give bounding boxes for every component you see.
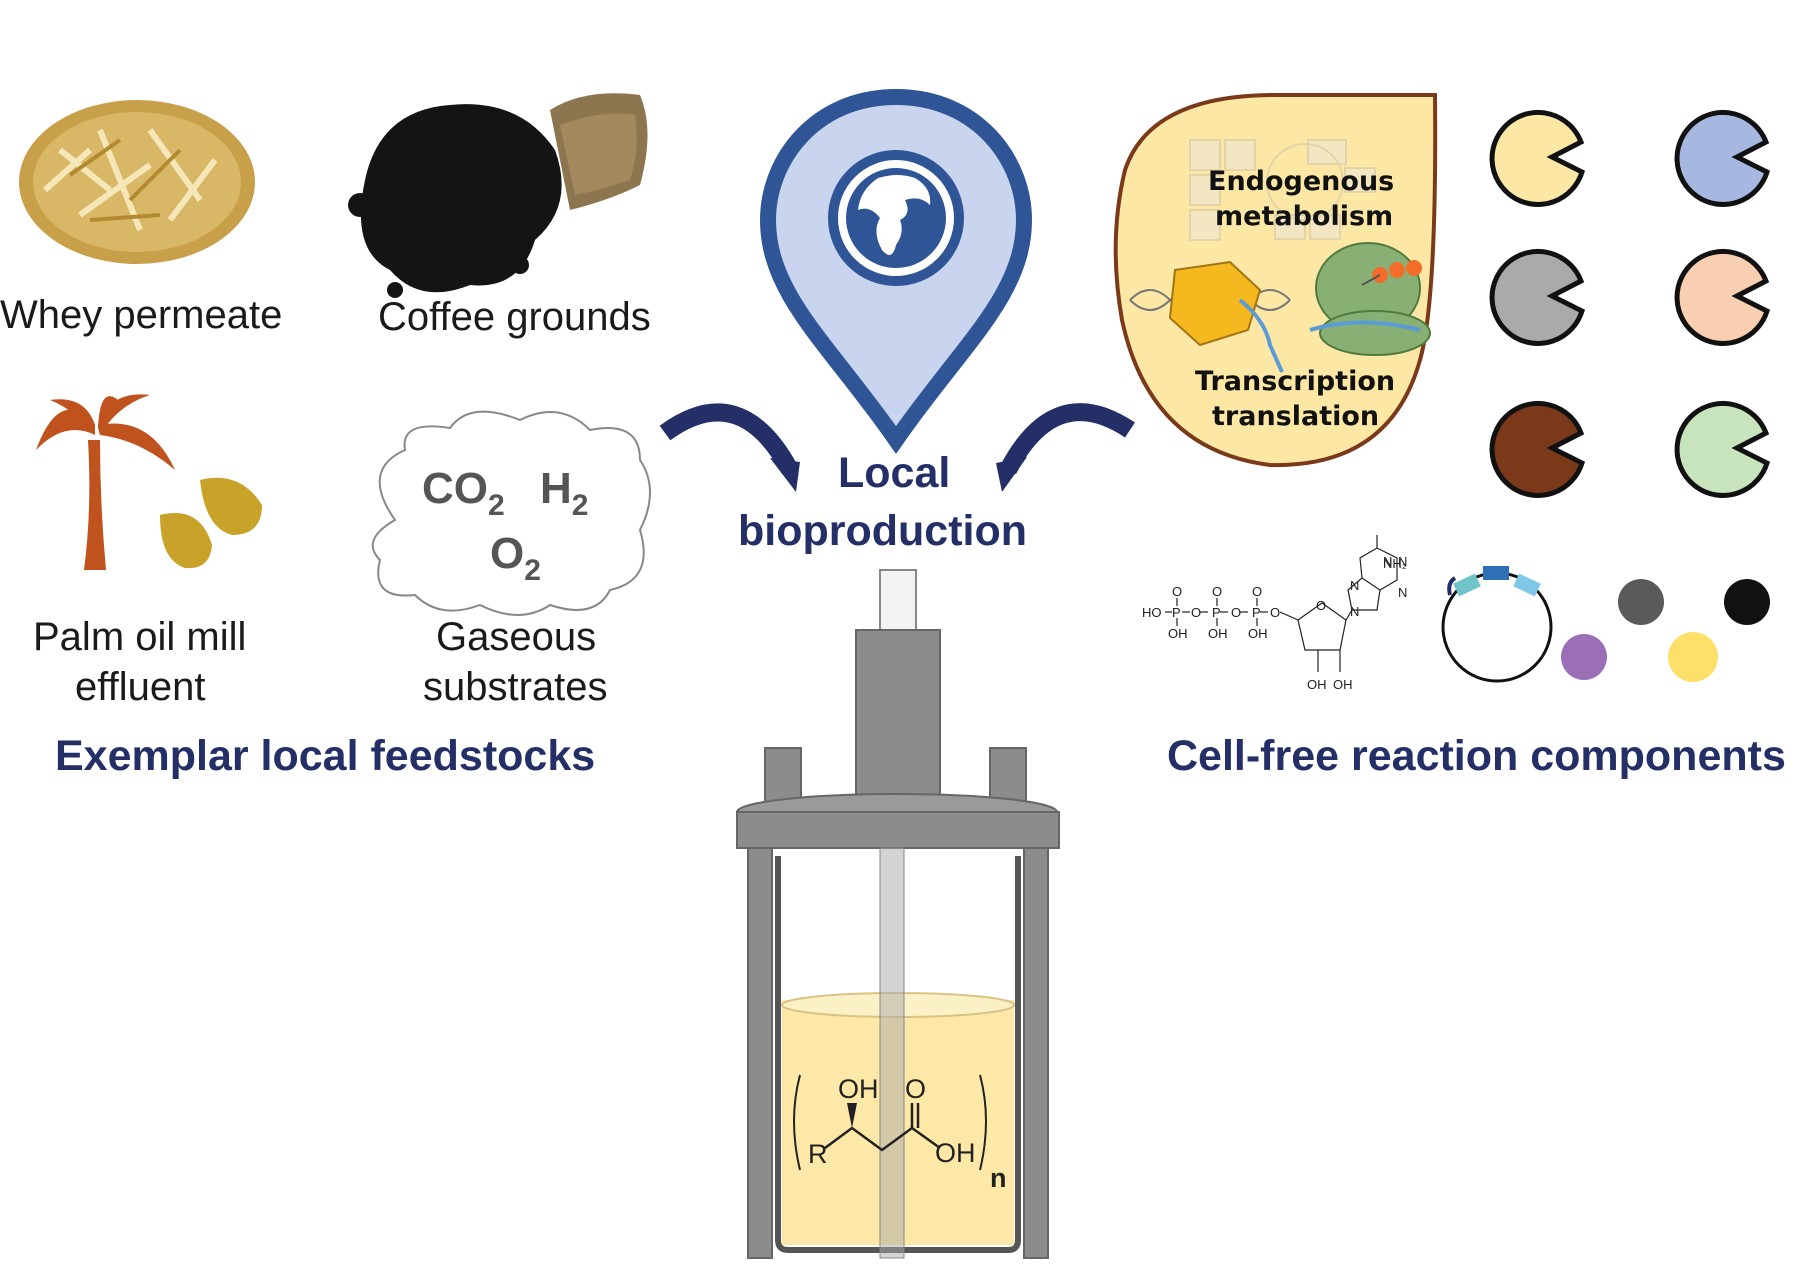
globe-icon	[858, 175, 931, 255]
svg-text:O: O	[1270, 605, 1280, 620]
svg-text:N: N	[1383, 554, 1392, 569]
svg-text:N: N	[1350, 578, 1359, 593]
svg-text:NH₂: NH₂	[1383, 556, 1407, 571]
cofactor-dot-purple	[1561, 634, 1607, 680]
center-title-line1: Local	[838, 449, 950, 497]
transcription-icon	[1129, 260, 1291, 373]
gas-formulas: CO2 H2 O2	[422, 464, 588, 587]
svg-text:P: P	[1172, 605, 1181, 620]
svg-text:O: O	[1316, 598, 1326, 613]
right-arrowhead	[996, 457, 1027, 492]
feedstocks-heading: Exemplar local feedstocks	[55, 732, 595, 780]
center-title-line2: bioproduction	[738, 507, 1027, 555]
svg-text:O: O	[1252, 584, 1262, 599]
cofactor-dot-black	[1724, 579, 1770, 625]
enzyme-icon-yellow	[1489, 109, 1586, 207]
svg-text:OH: OH	[1307, 677, 1327, 692]
left-curved-arrow	[659, 403, 798, 475]
palm-tree-icon	[36, 394, 175, 570]
stirrer-shaft	[879, 847, 905, 1259]
svg-text:N: N	[1398, 585, 1407, 600]
svg-text:CO2: CO2	[422, 464, 505, 522]
txtl-label-line2: translation	[1212, 401, 1379, 432]
product-o-top: O	[905, 1074, 926, 1104]
svg-text:OH: OH	[1333, 677, 1353, 692]
svg-text:O: O	[1172, 584, 1182, 599]
h2-formula: H	[540, 464, 572, 513]
enzyme-icon-brown	[1489, 400, 1586, 498]
cofactor-dot-darkgrey	[1618, 579, 1664, 625]
plasmid-icon	[1441, 566, 1553, 683]
svg-text:O: O	[1212, 584, 1222, 599]
enzyme-icon-grey	[1489, 248, 1586, 346]
enzyme-icon-green	[1674, 400, 1771, 498]
bioreactor	[736, 569, 1060, 1259]
svg-text:OH: OH	[1168, 626, 1188, 641]
enzyme-icon-blue	[1674, 109, 1771, 207]
product-oh-top: OH	[838, 1074, 879, 1104]
co2-formula: CO	[422, 464, 488, 513]
atp-molecule: HO P P P O O O O O O OH OH OH O OH OH N …	[1142, 535, 1407, 692]
svg-text:O: O	[1231, 605, 1241, 620]
svg-text:HO: HO	[1142, 605, 1162, 620]
svg-text:P: P	[1212, 605, 1221, 620]
svg-text:O: O	[1191, 605, 1201, 620]
whey-permeate-label: Whey permeate	[0, 293, 282, 337]
enzyme-icon-peach	[1674, 248, 1771, 346]
cellfree-heading: Cell-free reaction components	[1167, 732, 1786, 780]
svg-text:O2: O2	[490, 529, 541, 587]
palm-oil-label-line2: effluent	[75, 665, 206, 709]
palm-oil-label-line1: Palm oil mill	[33, 615, 246, 659]
svg-text:N: N	[1350, 604, 1359, 619]
metabolism-network-icon	[1189, 139, 1376, 241]
ribosome-icon	[1309, 242, 1431, 356]
txtl-label-line1: Transcription	[1195, 366, 1395, 397]
left-arrowhead	[770, 458, 800, 492]
oil-drop-icon	[160, 513, 212, 569]
whey-permeate-image	[19, 100, 255, 264]
location-pin-icon	[759, 88, 1033, 455]
cofactor-dot-yellow	[1668, 632, 1718, 682]
svg-text:OH: OH	[1208, 626, 1228, 641]
product-oh-right: OH	[935, 1138, 976, 1168]
gaseous-label-line2: substrates	[423, 665, 608, 709]
right-curved-arrow	[1000, 403, 1135, 475]
o2-formula: O	[490, 529, 524, 578]
metabolism-label-line1: Endogenous	[1208, 166, 1394, 197]
gaseous-label-line1: Gaseous	[436, 615, 596, 659]
metabolism-label-line2: metabolism	[1215, 201, 1393, 232]
svg-text:H2: H2	[540, 464, 588, 522]
coffee-grounds-image	[348, 93, 648, 298]
product-structure: OH O R OH n	[793, 1074, 1007, 1193]
product-r-group: R	[808, 1139, 828, 1169]
gas-cloud-shape	[371, 410, 651, 616]
svg-text:OH: OH	[1248, 626, 1268, 641]
enzyme-icons	[1489, 109, 1771, 498]
svg-text:N: N	[1398, 554, 1407, 569]
coffee-grounds-label: Coffee grounds	[378, 295, 651, 339]
product-n-subscript: n	[990, 1163, 1007, 1193]
svg-text:P: P	[1252, 605, 1261, 620]
oil-drop-icon	[200, 477, 262, 535]
